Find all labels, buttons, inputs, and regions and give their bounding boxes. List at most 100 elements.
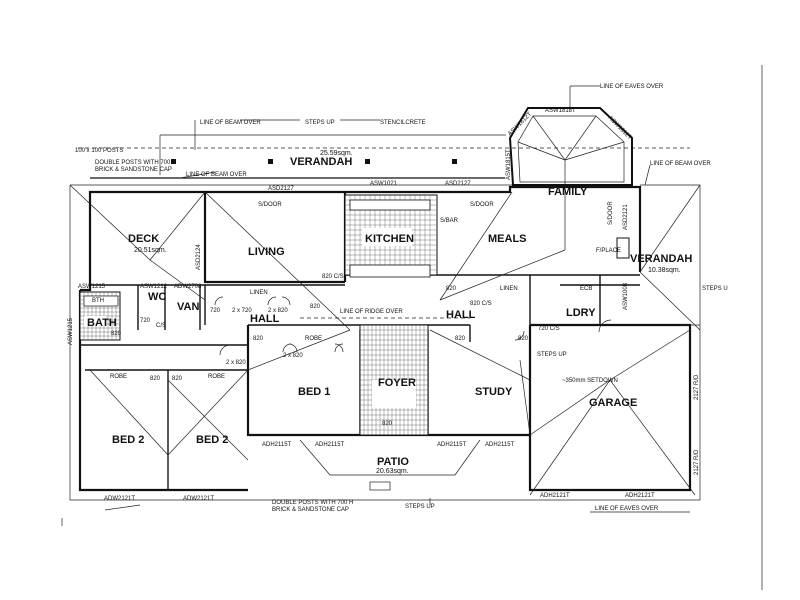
note-beam-right: LINE OF BEAM OVER bbox=[650, 161, 711, 167]
kitchen-tiles bbox=[344, 194, 438, 278]
room-kitchen: KITCHEN bbox=[365, 233, 414, 245]
dim-820-e: 820 bbox=[310, 304, 321, 310]
win-asw1812t-r: ASW1812T bbox=[607, 115, 633, 141]
note-stencilcrete: STENCILCRETE bbox=[380, 120, 426, 126]
note-sbar: S/BAR bbox=[440, 218, 459, 224]
note-steps-up-right: STEPS U bbox=[702, 286, 728, 292]
note-sdoor-living: S/DOOR bbox=[258, 202, 282, 208]
room-verandah-right: VERANDAH bbox=[630, 253, 692, 265]
room-hall-left: HALL bbox=[250, 313, 280, 325]
note-ridge: LINE OF RIDGE OVER bbox=[340, 309, 403, 315]
dim-820-f: 820 bbox=[446, 286, 457, 292]
note-beam-top: LINE OF BEAM OVER bbox=[200, 120, 261, 126]
win-asw1212: ASW1212 bbox=[140, 284, 168, 290]
win-2127-rd: 2127 R/D bbox=[694, 374, 700, 400]
note-cs-820: 820 C/S bbox=[322, 274, 344, 280]
patio-area: 20.63sqm. bbox=[376, 468, 409, 475]
note-robe-bed1: ROBE bbox=[305, 336, 322, 342]
foyer-tiles bbox=[359, 324, 429, 436]
note-steps-up-bottom: STEPS UP bbox=[405, 504, 435, 510]
note-cs-hall: 820 C/S bbox=[470, 301, 492, 307]
room-ldry: LDRY bbox=[566, 307, 596, 319]
dim-2x820-c: 2 x 820 bbox=[226, 360, 246, 366]
win-asw1812t-l: ASW1812T bbox=[507, 111, 533, 137]
room-bed2a: BED 2 bbox=[112, 434, 144, 446]
room-bed2b: BED 2 bbox=[196, 434, 228, 446]
note-sdoor-family: S/DOOR bbox=[608, 201, 614, 225]
dimension-labels: 820 820 820 820 820 820 820 820 820 720 … bbox=[111, 286, 529, 427]
dim-820-i: 820 bbox=[455, 336, 466, 342]
win-asd2124: ASD2124 bbox=[196, 244, 202, 270]
win-adh2115t-a: ADH2115T bbox=[262, 442, 292, 448]
dim-2x820-a: 2 x 820 bbox=[268, 308, 288, 314]
win-adw2121t-b: ADW2121T bbox=[183, 496, 214, 502]
room-living: LIVING bbox=[248, 246, 285, 258]
win-2127-rd-b: 2127 R/D bbox=[694, 449, 700, 475]
room-deck: DECK bbox=[128, 233, 159, 245]
dim-820-b: 820 bbox=[253, 336, 264, 342]
win-adh2121t-d: ADH2121T bbox=[625, 493, 655, 499]
note-robe-bed2a: ROBE bbox=[110, 374, 127, 380]
eaves-right bbox=[530, 184, 701, 501]
room-wc: WC bbox=[148, 291, 166, 303]
note-bth: BTH bbox=[92, 298, 104, 304]
win-adh2115t-c: ADH2115T bbox=[437, 442, 467, 448]
room-verandah-top: VERANDAH bbox=[290, 156, 352, 168]
room-hall-right: HALL bbox=[446, 309, 476, 321]
win-adh2115t-b: ADH2115T bbox=[315, 442, 345, 448]
room-study: STUDY bbox=[475, 386, 513, 398]
note-linen-right: LINEN bbox=[500, 286, 518, 292]
note-robe-bed2b: ROBE bbox=[208, 374, 225, 380]
note-linen-left: LINEN bbox=[250, 290, 268, 296]
win-asw1215-v: ASW1215 bbox=[68, 317, 74, 345]
note-steps-up-mid: STEPS UP bbox=[537, 352, 567, 358]
win-adw2708: ADW2708 bbox=[174, 284, 202, 290]
win-adh2115t-d: ADH2115T bbox=[485, 442, 515, 448]
room-labels: VERANDAH 25.59sqm. DECK 20.51sqm. LIVING… bbox=[87, 150, 692, 475]
dim-2x820-b: 2 x 820 bbox=[283, 353, 303, 359]
verandah-posts-top bbox=[171, 159, 457, 164]
note-eaves-bottom: LINE OF EAVES OVER bbox=[595, 506, 659, 512]
win-asw1815t: ASW1815T bbox=[506, 149, 512, 180]
annotation-leaders bbox=[104, 85, 700, 513]
room-meals: MEALS bbox=[488, 233, 527, 245]
verandah-top-area: 25.59sqm. bbox=[320, 150, 353, 157]
dim-720-b: 720 bbox=[140, 318, 151, 324]
bath-tiles bbox=[79, 291, 121, 341]
note-double-posts-bottom-2: BRICK & SANDSTONE CAP bbox=[272, 507, 349, 513]
dim-820-a: 820 bbox=[111, 331, 122, 337]
patio-outline bbox=[299, 439, 481, 476]
note-cs-ldry: 720 C/S bbox=[538, 326, 560, 332]
note-setdown: ~350mm SETDOWN bbox=[562, 378, 618, 384]
win-asw1008: ASW1008 bbox=[623, 282, 629, 310]
room-garage: GARAGE bbox=[589, 397, 637, 409]
door-swings bbox=[214, 296, 612, 356]
fireplace bbox=[616, 237, 630, 259]
roof-hip-lines bbox=[69, 184, 701, 496]
dim-820-d: 820 bbox=[172, 376, 183, 382]
roof-hip-lines-family bbox=[517, 115, 625, 250]
win-asw1021: ASW1021 bbox=[370, 181, 398, 187]
dim-820-g: 820 bbox=[382, 421, 393, 427]
note-ecb: ECB bbox=[580, 286, 592, 292]
note-fplace: F/PLACE bbox=[596, 248, 621, 254]
dim-820-h: 820 bbox=[518, 336, 529, 342]
annotations: LINE OF BEAM OVER STEPS UP STENCILCRETE … bbox=[75, 84, 728, 513]
room-family: FAMILY bbox=[548, 186, 588, 198]
note-double-posts-1: DOUBLE POSTS WITH 700 H bbox=[95, 160, 176, 166]
note-beam-left: LINE OF BEAM OVER bbox=[186, 172, 247, 178]
win-asd2127-a: ASD2127 bbox=[268, 186, 294, 192]
room-bed1: BED 1 bbox=[298, 386, 330, 398]
family-bay-inner bbox=[517, 115, 625, 183]
steps-bottom bbox=[369, 481, 391, 491]
win-adh2121t-c: ADH2121T bbox=[540, 493, 570, 499]
eaves-left bbox=[69, 185, 530, 501]
note-cs-bath: C/S bbox=[156, 323, 166, 329]
win-asw1818t: ASW1818T bbox=[545, 108, 576, 114]
win-asd2121: ASD2121 bbox=[623, 204, 629, 230]
note-steps-up-top: STEPS UP bbox=[305, 120, 335, 126]
verandah-right-area: 10.38sqm. bbox=[648, 267, 681, 274]
dim-820-c: 820 bbox=[150, 376, 161, 382]
note-double-posts-2: BRICK & SANDSTONE CAP bbox=[95, 167, 172, 173]
